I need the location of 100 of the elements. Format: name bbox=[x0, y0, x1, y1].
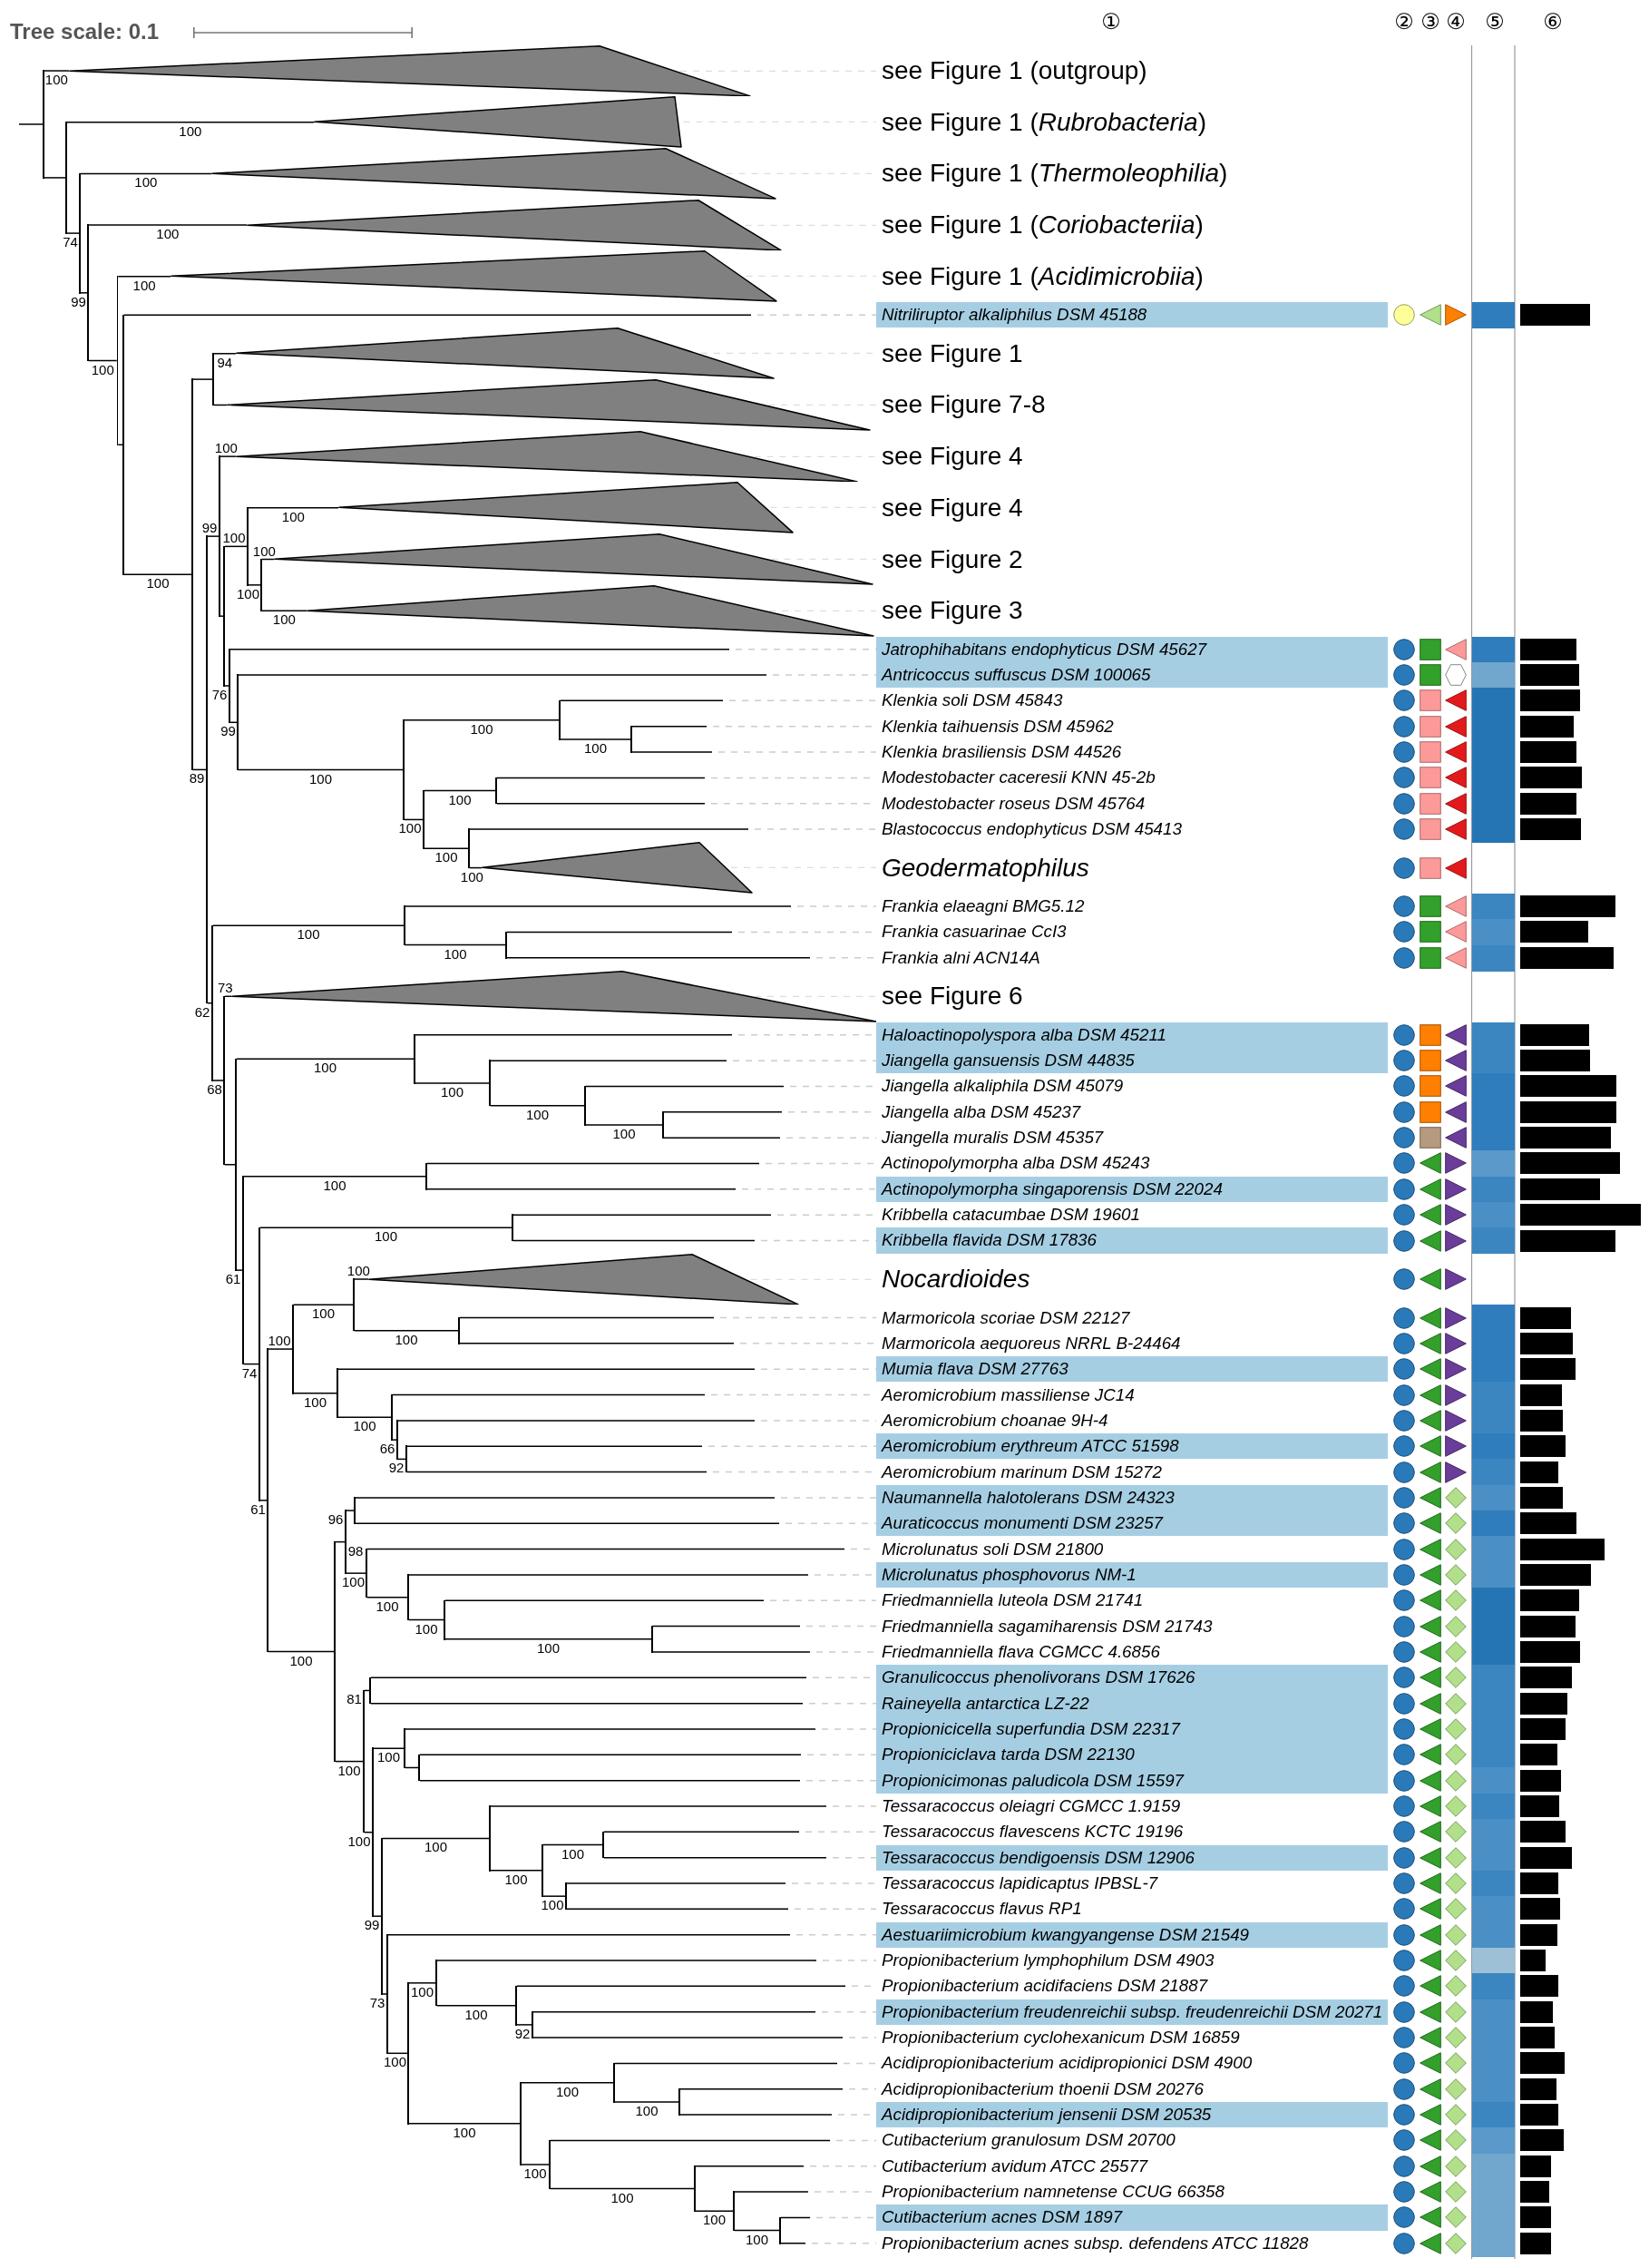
data-bar bbox=[1520, 1409, 1563, 1432]
tree-branch bbox=[404, 818, 424, 821]
highlight-band bbox=[876, 1227, 1388, 1254]
tree-branch bbox=[192, 378, 213, 380]
tree-branch bbox=[415, 1082, 490, 1084]
data-bar bbox=[1520, 1229, 1615, 1252]
tree-branch bbox=[261, 610, 307, 611]
taxon-label: Blastococcus endophyticus DSM 45413 bbox=[876, 819, 1182, 840]
data-bar bbox=[1520, 1923, 1557, 1946]
data-bar bbox=[1520, 1975, 1558, 1998]
edge-label: 100 bbox=[424, 1840, 448, 1854]
tree-branch bbox=[224, 545, 248, 548]
tree-branch bbox=[44, 70, 70, 72]
taxon-label: Tessaracoccus flavescens KCTC 19196 bbox=[876, 1822, 1184, 1843]
tree-branch bbox=[370, 1702, 877, 1705]
tree-branch bbox=[521, 2081, 614, 2084]
clade-label: see Figure 7-8 bbox=[882, 389, 1046, 421]
taxon-label: Antricoccus suffuscus DSM 100065 bbox=[876, 665, 1151, 685]
collapsed-clade-triangle bbox=[171, 250, 876, 303]
edge-label: 100 bbox=[155, 227, 180, 241]
tree-branch bbox=[444, 1638, 652, 1640]
data-bar bbox=[1520, 1615, 1576, 1637]
tree-branch bbox=[459, 1316, 877, 1319]
edge-label: 100 bbox=[376, 1750, 401, 1765]
tree-branch bbox=[212, 924, 405, 927]
tree-branch bbox=[335, 1760, 364, 1763]
tree-branch bbox=[207, 1002, 212, 1004]
taxon-label: Cutibacterium avidum ATCC 25577 bbox=[876, 2156, 1148, 2176]
edge-label: 100 bbox=[222, 531, 246, 545]
tree-branch bbox=[405, 943, 506, 946]
tree-branch bbox=[560, 699, 877, 702]
data-bar bbox=[1520, 895, 1615, 918]
tree-branch bbox=[436, 2004, 516, 2007]
tree-branch bbox=[521, 2164, 550, 2165]
tree-branch bbox=[532, 2010, 877, 2013]
data-bar bbox=[1520, 921, 1588, 943]
collapsed-clade-triangle bbox=[307, 584, 876, 637]
tree-branch bbox=[490, 1805, 877, 1807]
scale-label: Tree scale: 0.1 bbox=[10, 19, 160, 44]
taxon-label: Propionicimonas paludicola DSM 15597 bbox=[876, 1770, 1185, 1791]
tree-branch bbox=[248, 584, 261, 586]
tree-branch bbox=[404, 719, 560, 721]
taxon-label: Kribbella flavida DSM 17836 bbox=[876, 1230, 1097, 1251]
taxon-label: Jiangella muralis DSM 45357 bbox=[876, 1128, 1104, 1149]
data-bar bbox=[1520, 1667, 1572, 1689]
clade-label: see Figure 1 (Acidimicrobiia) bbox=[882, 260, 1204, 292]
taxon-label: Friedmanniella flava CGMCC 4.6856 bbox=[876, 1641, 1160, 1662]
tree-branch bbox=[259, 1500, 268, 1501]
clade-label: see Figure 4 bbox=[882, 492, 1023, 523]
data-bar bbox=[1520, 1795, 1559, 1817]
tree-branch bbox=[408, 1618, 444, 1621]
data-bar bbox=[1520, 2027, 1555, 2049]
edge-label: 100 bbox=[374, 1229, 398, 1244]
taxon-label: Jatrophihabitans endophyticus DSM 45627 bbox=[876, 639, 1207, 660]
highlight-band bbox=[876, 1665, 1388, 1794]
tree-branch bbox=[444, 1599, 877, 1601]
tree-branch bbox=[436, 1960, 877, 1961]
taxon-label: Modestobacter caceresii KNN 45-2b bbox=[876, 767, 1156, 788]
taxon-label: Kribbella catacumbae DSM 19601 bbox=[876, 1205, 1140, 1226]
data-bar bbox=[1520, 1950, 1546, 1971]
taxon-label: Tessaracoccus lapidicaptus IPBSL-7 bbox=[876, 1873, 1158, 1893]
tree-branch bbox=[397, 1420, 877, 1422]
data-bar bbox=[1520, 1023, 1589, 1046]
edge-label: 100 bbox=[353, 1419, 376, 1433]
data-bar bbox=[1520, 1512, 1576, 1535]
data-bar bbox=[1520, 1846, 1572, 1869]
taxon-label: Tessaracoccus bendigoensis DSM 12906 bbox=[876, 1847, 1195, 1868]
data-bar bbox=[1520, 664, 1579, 686]
edge-label: 100 bbox=[214, 441, 239, 455]
taxon-label: Aeromicrobium erythreum ATCC 51598 bbox=[876, 1436, 1179, 1457]
column-number: ① bbox=[1101, 9, 1121, 34]
highlight-band bbox=[876, 636, 1388, 689]
tree-branch bbox=[259, 1227, 512, 1229]
taxon-label: Actinopolymorpha singaporensis DSM 22024 bbox=[876, 1178, 1223, 1199]
data-bar bbox=[1520, 1744, 1557, 1766]
tree-branch bbox=[220, 455, 237, 457]
taxon-label: Aestuariimicrobium kwangyangense DSM 21549 bbox=[876, 1924, 1250, 1945]
tree-branch bbox=[679, 2088, 877, 2090]
collapsed-clade-triangle bbox=[236, 430, 876, 483]
column-number: ⑥ bbox=[1543, 9, 1563, 34]
taxon-label: Propioniciclava tarda DSM 22130 bbox=[876, 1745, 1135, 1765]
highlight-band bbox=[876, 1484, 1388, 1537]
data-bar bbox=[1520, 304, 1590, 327]
data-bar bbox=[1520, 1821, 1566, 1843]
data-bar bbox=[1520, 2206, 1551, 2229]
taxon-label: Microlunatus soli DSM 21800 bbox=[876, 1539, 1104, 1559]
tree-branch bbox=[542, 1895, 566, 1897]
clade-label: see Figure 1 bbox=[882, 337, 1023, 369]
tree-branch bbox=[44, 177, 66, 179]
column-number: ② bbox=[1394, 9, 1414, 34]
tree-branch bbox=[207, 535, 220, 537]
data-bar bbox=[1520, 1898, 1560, 1921]
data-bar bbox=[1520, 1461, 1558, 1483]
tree-branch bbox=[387, 1933, 877, 1936]
data-bar bbox=[1520, 2181, 1549, 2204]
data-bar bbox=[1520, 818, 1581, 841]
tree-branch bbox=[248, 507, 339, 509]
collapsed-clade-triangle bbox=[247, 199, 876, 251]
edge-label: 81 bbox=[346, 1692, 363, 1706]
edge-label: 99 bbox=[220, 724, 237, 738]
